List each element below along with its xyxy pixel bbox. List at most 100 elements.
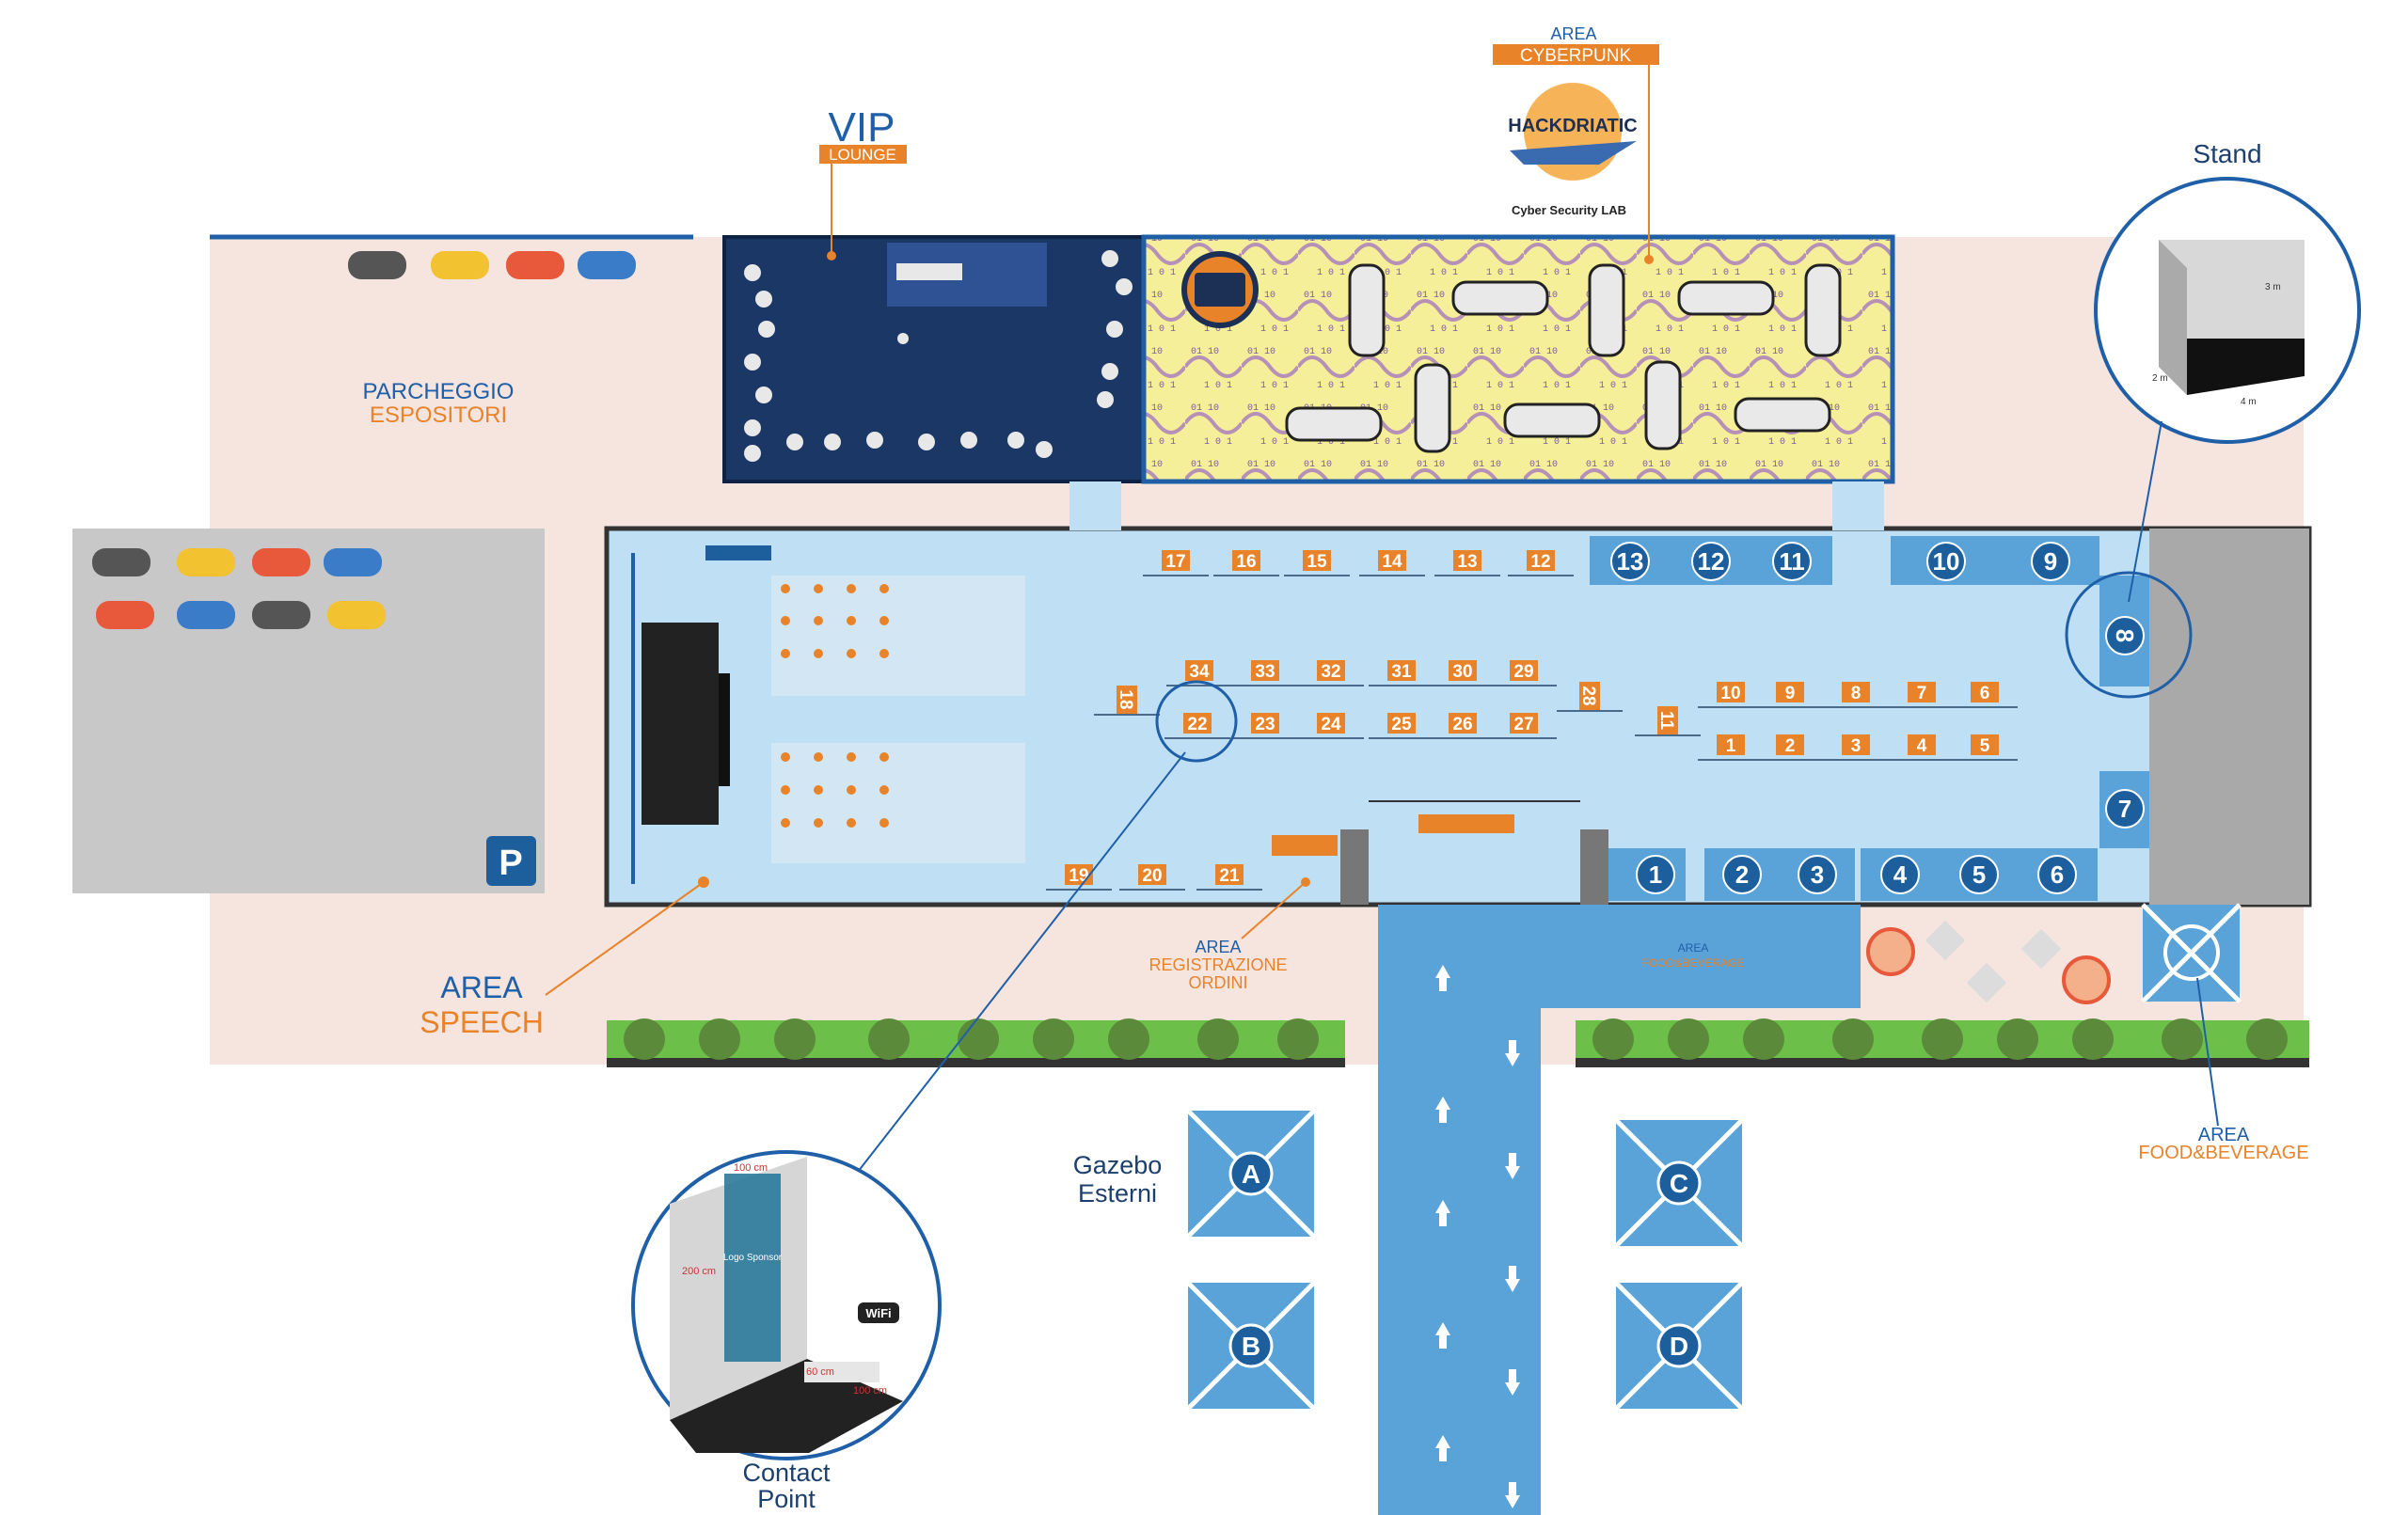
walkway-arrows [1435, 965, 1520, 1508]
contact-point-number-19: 19 [1069, 866, 1088, 886]
food-inner-line2: FOOD&BEVERAGE [1642, 956, 1745, 970]
parked-cars-lot [92, 548, 386, 629]
contact-point-32 [1317, 660, 1345, 681]
stand-number-11: 11 [1779, 547, 1805, 576]
contact-point-number-21: 21 [1219, 866, 1240, 886]
contact-point-6 [1971, 682, 1999, 702]
stand-badge-2 [1722, 855, 1762, 894]
contact-point-30 [1449, 660, 1477, 681]
contact-point-number-28: 28 [1578, 686, 1598, 705]
parking-label-line2: ESPOSITORI [370, 402, 507, 428]
contact-point-number-4: 4 [1917, 736, 1927, 756]
contact-point-21 [1215, 864, 1244, 885]
contact-point-number-27: 27 [1513, 715, 1533, 734]
contact-point-number-29: 29 [1513, 662, 1533, 682]
gazebo-badge-b [1228, 1323, 1274, 1368]
stand-number-10: 10 [1933, 547, 1960, 576]
contact-point-number-33: 33 [1255, 662, 1275, 682]
contact-point-24 [1317, 713, 1345, 734]
contact-point-13 [1453, 550, 1481, 571]
info-desk [1418, 814, 1514, 833]
boombox-body [1195, 273, 1245, 307]
food-gazebo-x2 [2141, 903, 2242, 1003]
registration-leader-dot [1301, 877, 1310, 887]
cyberpunk-area [1141, 234, 1895, 484]
contact-point-9 [1776, 682, 1804, 702]
stand-badge-11 [1772, 542, 1812, 581]
speech-label-line2: SPEECH [420, 1005, 544, 1039]
contact-table [804, 1362, 879, 1382]
gazebo-badge-d [1656, 1323, 1702, 1368]
stand-number-13: 13 [1617, 547, 1644, 576]
stand-badge-13 [1610, 542, 1650, 581]
contact-point-number-9: 9 [1785, 684, 1796, 703]
gazebo-label-line1: Gazebo [1073, 1151, 1163, 1179]
contact-point-11 [1657, 706, 1678, 734]
contact-point-25 [1387, 713, 1416, 734]
contact-dim-table-w: 60 cm [806, 1366, 834, 1378]
contact-point-26 [1449, 713, 1477, 734]
contact-point-12 [1527, 550, 1555, 571]
stand-badge-7 [2105, 789, 2145, 829]
contact-banner [724, 1174, 781, 1362]
contact-point-number-10: 10 [1720, 684, 1740, 703]
stand-badge-5 [1959, 855, 1999, 894]
contact-point-number-16: 16 [1236, 552, 1256, 572]
stand-number-6: 6 [2051, 860, 2064, 889]
stand-box-side [2159, 240, 2187, 395]
vip-sub-label: LOUNGE [829, 146, 896, 164]
gazebo-letter-c: C [1670, 1169, 1688, 1198]
contact-point-23 [1251, 713, 1279, 734]
contact-point-number-8: 8 [1851, 684, 1861, 703]
stand-dim-width: 4 m [2241, 397, 2257, 407]
contact-point-18 [1117, 686, 1137, 714]
stand-badge-9 [2031, 542, 2070, 581]
hackdriatic-sub: Cyber Security LAB [1512, 203, 1626, 217]
contact-point-15 [1303, 550, 1331, 571]
stand-highlight-ring [2065, 571, 2193, 699]
contact-point-number-22: 22 [1187, 715, 1207, 734]
gazebo-letter-d: D [1670, 1332, 1688, 1361]
cyberpunk-area-label: AREA [1550, 24, 1596, 43]
contact-point-number-14: 14 [1382, 552, 1402, 572]
cyberpunk-leader-dot [1644, 255, 1654, 264]
contact-point-17 [1162, 550, 1190, 571]
food-line2: FOOD&BEVERAGE [2138, 1143, 2308, 1163]
contact-banner-text: Logo Sponsor [723, 1253, 783, 1263]
contact-point-number-18: 18 [1116, 689, 1135, 709]
contact-point-number-26: 26 [1452, 715, 1472, 734]
speech-leader-dot [698, 876, 709, 888]
parking-lot [72, 529, 545, 893]
contact-point-number-32: 32 [1321, 662, 1340, 682]
contact-dim-width: 100 cm [734, 1162, 768, 1174]
food-inner-line1: AREA [1678, 941, 1709, 955]
gazebo-letter-a: A [1242, 1160, 1260, 1189]
food-gazebo-ring [2163, 924, 2220, 981]
contact-point-5 [1971, 734, 1999, 755]
contact-point-number-31: 31 [1391, 662, 1412, 682]
contact-point-31 [1387, 660, 1416, 681]
contact-point-10 [1717, 682, 1745, 702]
trees [624, 1018, 2288, 1060]
contact-point-27 [1510, 713, 1538, 734]
food-line1: AREA [2198, 1125, 2250, 1145]
parking-sign-letter: P [499, 844, 522, 883]
contact-point-number-15: 15 [1307, 552, 1327, 572]
stand-dim-depth: 2 m [2152, 373, 2168, 384]
cyberpunk-name-label: CYBERPUNK [1520, 46, 1632, 66]
contact-point-4 [1908, 734, 1936, 755]
entrance-pillar-left [1340, 829, 1369, 905]
contact-point-number-5: 5 [1980, 736, 1990, 756]
hedge-right-base [1576, 1058, 2309, 1067]
contact-point-number-3: 3 [1851, 736, 1861, 756]
speech-leader [545, 881, 705, 996]
speech-bench [705, 545, 771, 560]
gazebo-label-line2: Esterni [1078, 1179, 1157, 1207]
contact-dim-height: 200 cm [682, 1266, 716, 1277]
registration-leader [1241, 881, 1307, 939]
gazebo-badge-a [1228, 1151, 1274, 1196]
contact-point-number-11: 11 [1656, 711, 1676, 731]
entrance-pillar-right [1580, 829, 1608, 905]
vip-leader-dot [827, 251, 836, 260]
